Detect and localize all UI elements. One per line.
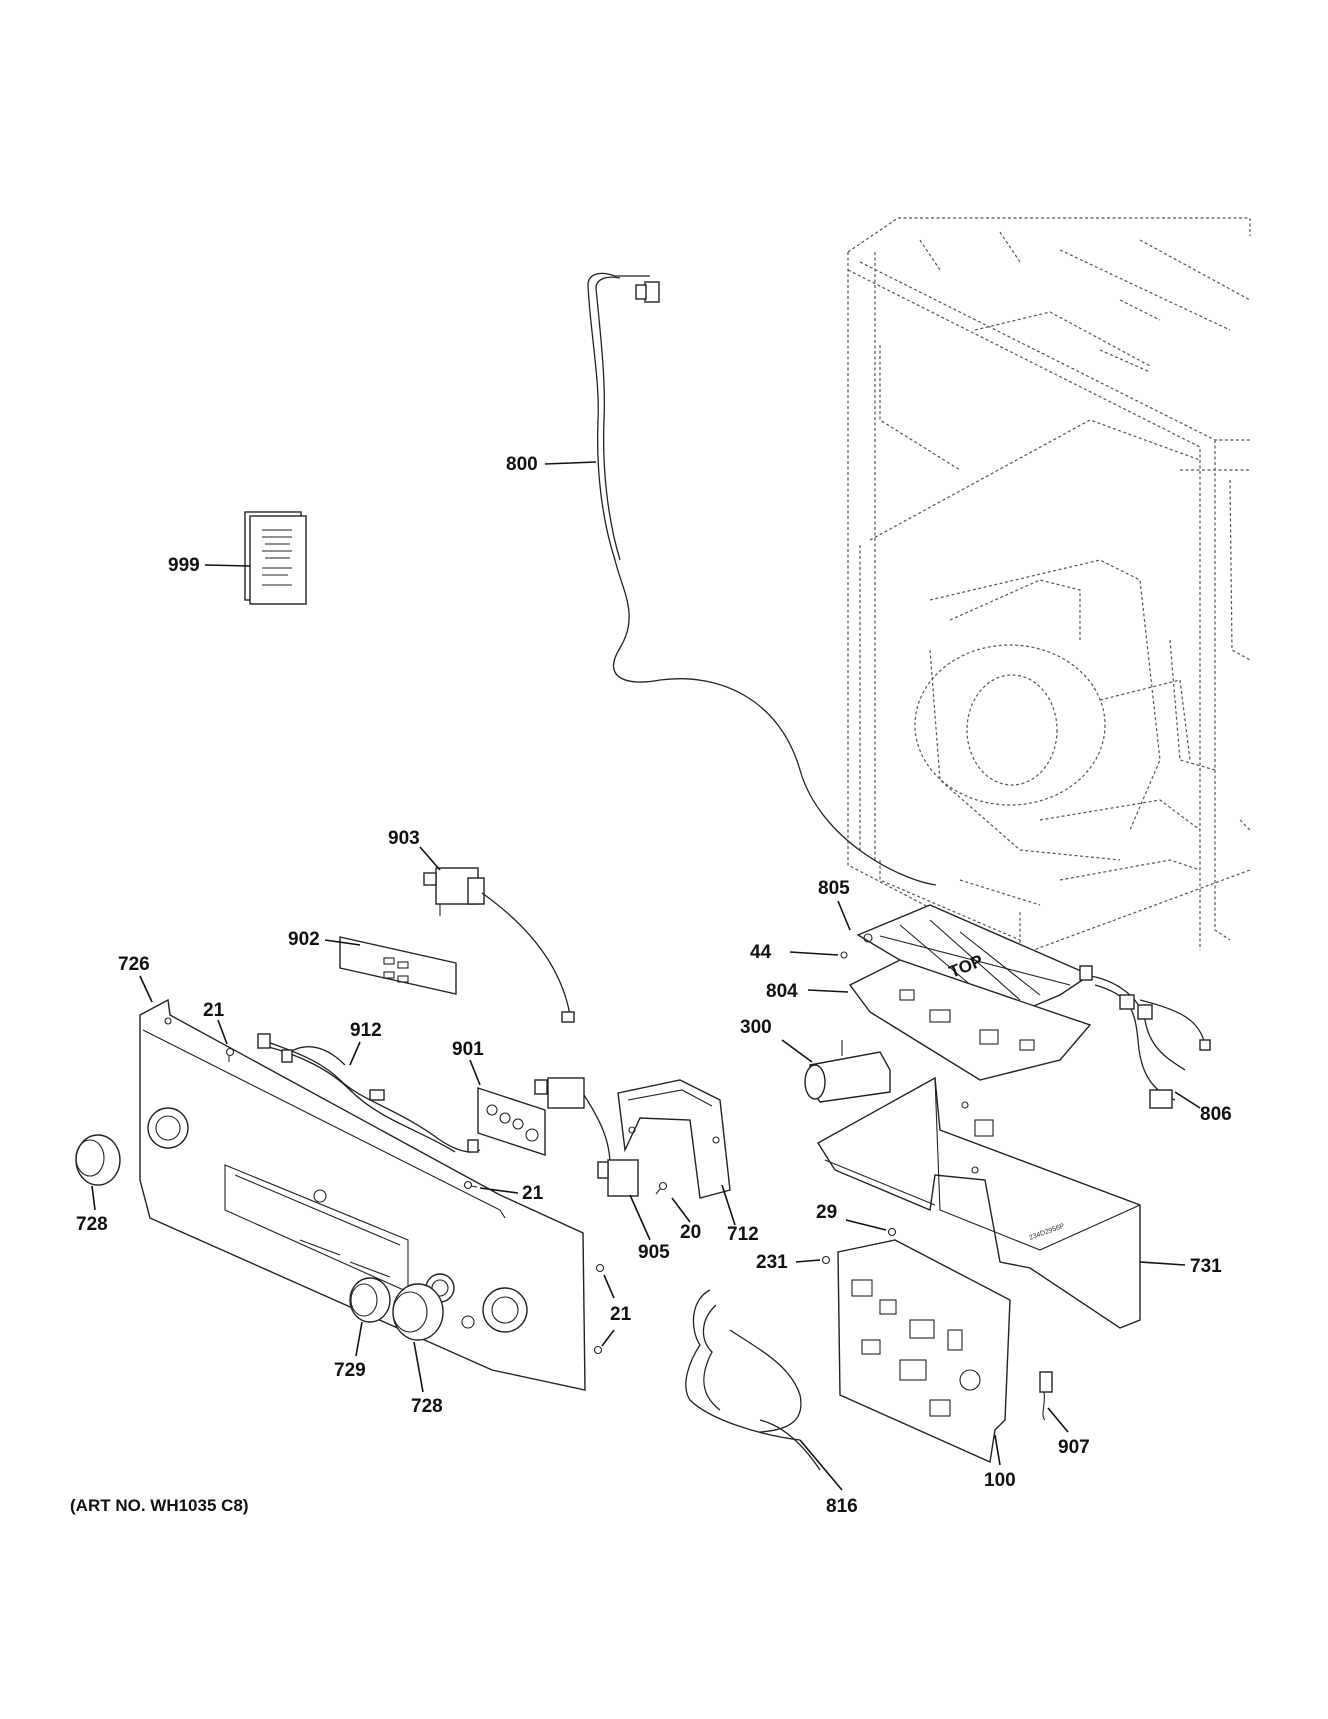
callout-712: 712 xyxy=(727,1224,759,1245)
callout-903: 903 xyxy=(388,828,420,849)
art-number-caption: (ART NO. WH1035 C8) xyxy=(70,1496,249,1515)
bracket-712 xyxy=(617,1079,736,1226)
callout-21-b: 21 xyxy=(522,1183,544,1204)
capacitor-300 xyxy=(781,1039,891,1103)
callout-231: 231 xyxy=(756,1252,788,1273)
callout-901: 901 xyxy=(452,1039,484,1060)
knob-728-left xyxy=(75,1134,121,1211)
callout-100: 100 xyxy=(984,1470,1016,1491)
callout-labels: 999 800 903 902 726 21 912 901 728 21 90… xyxy=(76,454,1232,1517)
callout-21-c: 21 xyxy=(610,1304,632,1325)
callout-804: 804 xyxy=(766,981,798,1002)
switch-905 xyxy=(534,1077,651,1241)
screw-21-b xyxy=(463,1180,519,1194)
control-module-901 xyxy=(469,1059,546,1156)
callout-726: 726 xyxy=(118,954,150,975)
harness-912 xyxy=(257,1033,481,1153)
callout-731: 731 xyxy=(1190,1256,1222,1277)
screw-231 xyxy=(795,1255,831,1265)
screw-29 xyxy=(845,1219,897,1237)
callout-20: 20 xyxy=(680,1222,701,1243)
literature-kit-999 xyxy=(204,511,307,605)
callout-728-left: 728 xyxy=(76,1214,108,1235)
dryer-cabinet-frame xyxy=(847,217,1251,956)
switch-903 xyxy=(419,846,575,1023)
control-board-804 xyxy=(807,959,1092,1081)
callout-905: 905 xyxy=(638,1242,670,1263)
callout-800: 800 xyxy=(506,454,538,475)
overlay-902 xyxy=(324,936,457,995)
callout-902: 902 xyxy=(288,929,320,950)
screw-20 xyxy=(655,1181,691,1223)
callout-912: 912 xyxy=(350,1020,382,1041)
part-907 xyxy=(1039,1371,1069,1433)
knob-729 xyxy=(349,1277,391,1357)
callout-21-a: 21 xyxy=(203,1000,225,1021)
knob-728-bottom xyxy=(392,1283,444,1393)
callout-907: 907 xyxy=(1058,1437,1090,1458)
harness-806 xyxy=(1079,965,1211,1109)
callout-816: 816 xyxy=(826,1496,858,1517)
callout-805: 805 xyxy=(818,878,850,899)
board-bracket-731: 234D2956P xyxy=(817,1076,1186,1329)
callout-729: 729 xyxy=(334,1360,366,1381)
wire-harness-800 xyxy=(544,272,937,886)
callout-999: 999 xyxy=(168,555,200,576)
board-cover-805: TOP xyxy=(837,900,1092,1021)
screw-21-a xyxy=(217,1019,235,1062)
callout-44: 44 xyxy=(750,942,772,963)
callout-29: 29 xyxy=(816,1202,837,1223)
callout-728-bottom: 728 xyxy=(411,1396,443,1417)
main-control-board-100 xyxy=(837,1239,1011,1466)
screw-21-c xyxy=(593,1263,615,1355)
screw-44 xyxy=(789,951,848,959)
callout-806: 806 xyxy=(1200,1104,1232,1125)
wire-harness-816 xyxy=(685,1289,843,1491)
control-panel-726 xyxy=(139,975,586,1391)
callout-300: 300 xyxy=(740,1017,772,1038)
